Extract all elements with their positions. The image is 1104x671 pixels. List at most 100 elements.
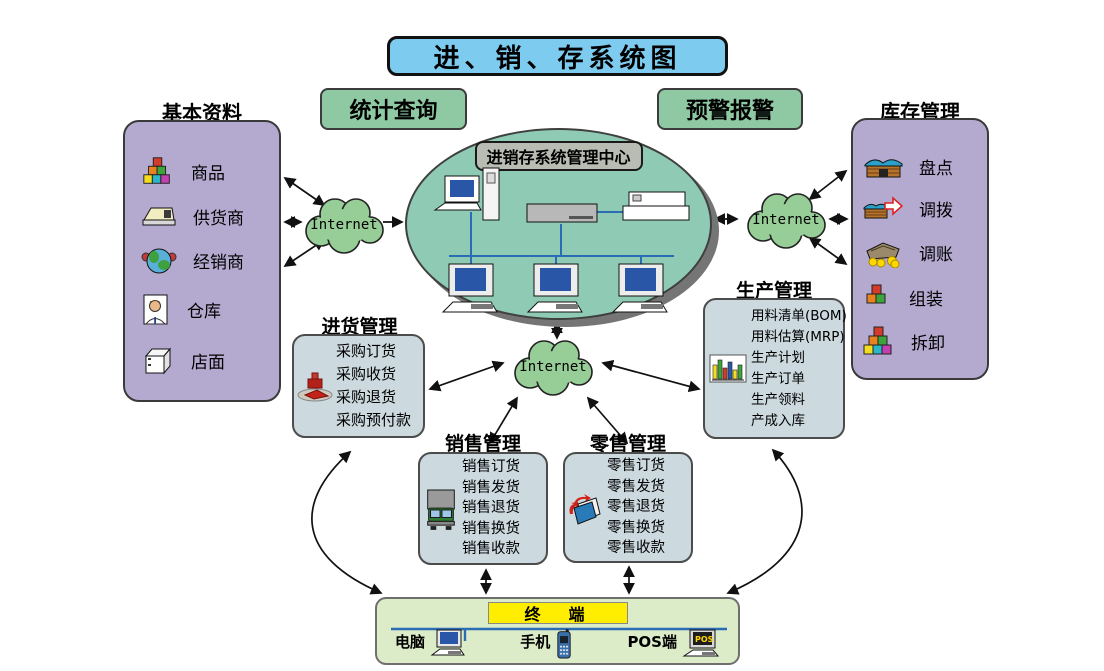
assemble-cubes-icon	[866, 284, 886, 304]
terminal-item-computer: 电脑	[395, 629, 466, 659]
basic-item-label: 仓库	[187, 302, 221, 323]
internet-cloud-right: Internet	[740, 184, 832, 256]
computer-icon	[430, 629, 465, 656]
basic-item-label: 供货商	[193, 208, 244, 229]
internet-cloud-left: Internet	[298, 189, 390, 261]
goods-cubes-icon	[143, 157, 170, 185]
list-item: 仓库	[141, 293, 271, 327]
terminal-item-phone: 手机	[520, 629, 573, 659]
arrow-purchase-terminal-curve	[311, 450, 383, 595]
production-panel-title: 生产管理	[735, 280, 812, 302]
production-item: 产成入库	[751, 412, 805, 429]
arrow-purchase-internet	[428, 360, 505, 392]
inventory-item-label: 盘点	[919, 159, 953, 180]
terminal-item-pos: POS端 POS	[627, 629, 720, 659]
purchase-panel: 采购订货 采购收货 采购退货 采购预付款	[292, 334, 425, 438]
terminal-item-label: 手机	[520, 632, 551, 651]
supplier-tray-icon	[142, 207, 176, 226]
arrow-internet-inventory-top	[808, 169, 848, 201]
transfer-warehouse-icon	[863, 195, 903, 219]
list-item: 调拨	[863, 195, 979, 223]
alert-warning-box: 预警报警	[657, 88, 803, 130]
workstation-icons	[441, 263, 668, 313]
arrow-internet-retail	[586, 396, 629, 445]
production-item: 生产计划	[751, 349, 805, 366]
purchase-item: 采购退货	[336, 388, 397, 406]
internet-label: Internet	[310, 217, 378, 233]
warehouse-person-icon	[143, 294, 168, 325]
arrow-internet-inventory-bot	[808, 236, 848, 266]
internet-cloud-bottom: Internet	[507, 331, 599, 403]
pos-icon: POS	[682, 629, 720, 657]
printer-icon	[622, 191, 690, 221]
list-item: 经销商	[141, 246, 271, 276]
retail-item: 零售退货	[607, 499, 665, 516]
store-cabinet-icon	[144, 347, 172, 374]
production-item: 用料清单(BOM)	[751, 307, 847, 324]
phone-icon	[557, 629, 571, 659]
basic-item-label: 经销商	[193, 253, 244, 274]
terminal-item-label: POS端	[627, 632, 677, 651]
svg-text:POS: POS	[695, 635, 714, 644]
internet-label: Internet	[519, 359, 587, 375]
arrow-internet-production	[601, 359, 701, 393]
server-icon	[433, 167, 500, 221]
inventory-item-label: 调账	[919, 245, 953, 266]
disassemble-cubes-icon	[863, 326, 892, 355]
terminal-panel: 终 端 电脑 手机	[375, 597, 740, 665]
retail-panel: 零售订货 零售发货 零售退货 零售换货 零售收款	[563, 452, 693, 563]
production-panel: 用料清单(BOM) 用料估算(MRP) 生产计划 生产订单 生产领料 产成入库	[703, 298, 847, 439]
management-center-ellipse: 进销存系统管理中心	[405, 128, 712, 320]
sales-item: 销售换货	[462, 520, 520, 537]
list-item: 组装	[863, 283, 979, 311]
retail-panel-title: 零售管理	[589, 433, 666, 455]
list-item: 调账	[863, 238, 979, 268]
inventory-item-label: 调拨	[919, 201, 953, 222]
sales-panel: 销售订货 销售发货 销售退货 销售换货 销售收款	[418, 452, 548, 565]
sales-item: 销售发货	[462, 479, 520, 496]
retail-item: 零售订货	[607, 458, 665, 475]
arrow-internet-sales	[489, 396, 518, 445]
purchase-item: 采购订货	[336, 342, 397, 360]
production-item: 用料估算(MRP)	[751, 328, 845, 345]
list-item: 盘点	[863, 154, 979, 180]
basic-item-label: 商品	[191, 163, 225, 184]
retail-folder-icon	[569, 493, 601, 525]
adjust-money-icon	[866, 242, 900, 268]
purchase-item: 采购预付款	[336, 411, 412, 429]
list-item: 拆卸	[863, 326, 979, 356]
inventory-item-label: 拆卸	[911, 333, 945, 354]
inventory-item-label: 组装	[909, 289, 943, 310]
purchase-item: 采购收货	[336, 365, 397, 383]
hub-icon	[526, 203, 598, 223]
retail-item: 零售换货	[607, 519, 665, 536]
truck-icon	[427, 489, 455, 530]
production-item: 生产领料	[751, 391, 805, 408]
retail-item: 零售收款	[607, 540, 665, 557]
arrow-production-terminal-curve	[726, 448, 803, 595]
management-center-label: 进销存系统管理中心	[474, 141, 643, 171]
arrow-basic-internet-top	[283, 176, 326, 207]
dealer-globe-icon	[141, 248, 177, 274]
list-item: 供货商	[141, 203, 271, 229]
basic-panel: 商品 供货商 经销商	[123, 120, 281, 402]
sales-item: 销售订货	[462, 459, 520, 476]
internet-label: Internet	[752, 212, 820, 228]
list-item: 商品	[141, 156, 271, 186]
terminal-item-label: 电脑	[395, 632, 426, 651]
stocktake-warehouse-icon	[864, 158, 903, 178]
sales-item: 销售收款	[462, 541, 520, 558]
sales-panel-title: 销售管理	[444, 433, 521, 455]
network-diagram	[433, 167, 690, 313]
stamp-icon	[297, 372, 333, 402]
sales-item: 销售退货	[462, 500, 520, 517]
purchase-panel-title: 进货管理	[321, 316, 398, 338]
retail-item: 零售发货	[607, 478, 665, 495]
production-item: 生产订单	[751, 370, 805, 387]
basic-item-label: 店面	[191, 353, 225, 374]
barchart-icon	[709, 354, 747, 382]
terminal-label: 终 端	[487, 602, 628, 624]
inventory-panel: 盘点 调拨 调账	[851, 118, 989, 380]
